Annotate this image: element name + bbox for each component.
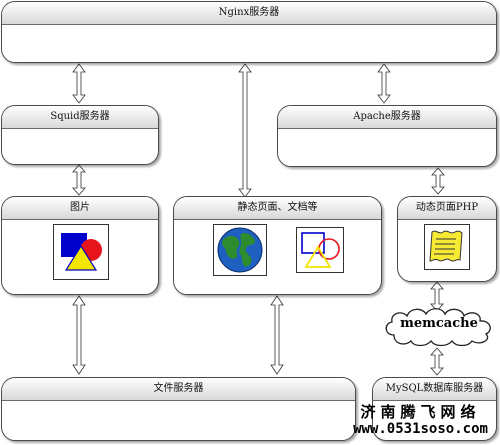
static-pages-node: 静态页面、文档等 [173, 196, 382, 295]
arrow-images-file [72, 295, 86, 375]
images-label: 图片 [2, 197, 158, 220]
shapes-icon [53, 224, 109, 280]
arrow-apache-dynamic [431, 167, 445, 195]
arrow-squid-images [72, 164, 86, 196]
arrow-nginx-squid [72, 63, 86, 104]
watermark-website-url: www.0531soso.com [353, 421, 488, 437]
watermark-company-name: 济南腾飞网络 [360, 403, 481, 421]
static-pages-label: 静态页面、文档等 [174, 197, 381, 220]
file-server-node: 文件服务器 [1, 377, 356, 441]
outline-shapes-icon [296, 227, 344, 273]
squid-server-node: Squid服务器 [1, 105, 159, 165]
nginx-server-node: Nginx服务器 [1, 1, 497, 63]
arrow-static-file [270, 295, 284, 375]
apache-server-label: Apache服务器 [278, 106, 496, 129]
memcache-cloud-icon [385, 308, 491, 347]
globe-icon [213, 224, 267, 276]
arrow-memcache-mysql [430, 347, 444, 376]
arrow-nginx-static [238, 63, 252, 198]
memcache-label: memcache [400, 316, 478, 331]
arrow-nginx-apache [377, 63, 391, 104]
mysql-server-node: MySQL数据库服务器 [372, 377, 497, 441]
dynamic-php-label: 动态页面PHP [398, 197, 496, 220]
mysql-server-label: MySQL数据库服务器 [373, 378, 496, 401]
file-server-label: 文件服务器 [2, 378, 355, 401]
script-document-icon [424, 224, 470, 270]
apache-server-node: Apache服务器 [277, 105, 497, 167]
nginx-server-label: Nginx服务器 [2, 2, 496, 25]
squid-server-label: Squid服务器 [2, 106, 158, 129]
